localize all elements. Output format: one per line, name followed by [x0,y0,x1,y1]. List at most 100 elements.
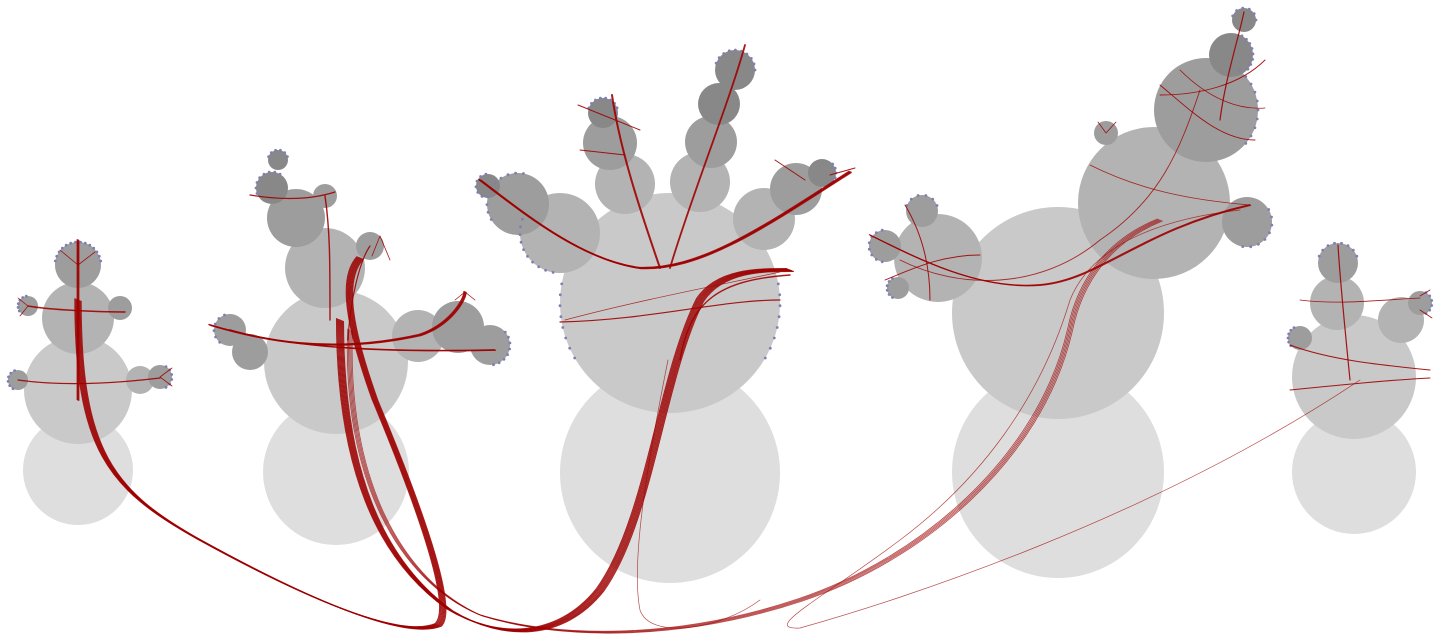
leaf-dot [170,373,174,376]
leaf-dot [615,106,619,110]
bundled-edge [349,219,1161,633]
tree-node-circle [869,230,901,262]
leaf-dot [609,98,612,102]
leaf-dot [519,225,522,229]
leaf-dot [753,68,757,72]
leaf-dot [1253,126,1257,130]
leaf-dot [560,282,564,286]
tree-node-circle [685,116,737,168]
leaf-dot [506,353,509,356]
leaf-dot [486,195,490,199]
leaf-dot [212,329,216,332]
leaf-dot [258,176,262,180]
bundled-edge [350,220,1162,634]
leaf-dot [503,330,507,334]
tree-node-circle [583,116,637,170]
leaf-dot [506,173,510,177]
leaf-dot [521,217,524,221]
leaf-dot [1286,336,1290,340]
leaf-dot [1333,241,1336,245]
leaf-dot [522,172,525,175]
leaf-dot [493,181,497,185]
leaf-dot [214,335,218,339]
bundled-edge [342,270,795,633]
bundled-edge [636,359,761,629]
leaf-dot [1255,99,1259,103]
leaf-dot [833,166,837,170]
leaf-dot [9,371,13,375]
leaf-dot [1253,90,1257,94]
bundled-edge [1289,344,1431,371]
leaf-dot [1249,63,1253,66]
leaf-dot [274,148,277,152]
leaf-dot [170,378,174,381]
leaf-dot [905,204,909,207]
leaf-dot [16,306,20,309]
leaf-dot [1270,223,1274,227]
leaf-dot [1240,34,1244,38]
tree-node-circle [1209,33,1253,77]
bundled-edge [669,44,746,269]
bundled-edge [80,258,447,630]
leaf-dot [867,247,871,251]
leaf-dot [522,248,525,252]
leaf-dot [11,387,15,391]
leaf-dot [1430,299,1434,302]
leaf-dot [714,61,718,65]
leaf-dot [486,210,490,214]
leaf-dot [1287,332,1291,336]
leaf-dot [60,246,64,250]
leaf-dot [273,170,277,174]
bundled-edge [159,367,173,387]
bundled-edge [480,171,852,270]
leaf-dot [255,192,259,195]
leaf-dot-layer [6,6,1434,391]
leaf-dot [935,204,939,207]
leaf-dot [475,179,479,183]
leaf-dot [1430,304,1434,307]
leaf-dot [57,250,61,254]
leaf-dot [763,356,767,360]
leaf-dot [564,336,568,340]
tree-node-circle [256,172,288,204]
leaf-dot [479,175,482,178]
leaf-dot [92,246,96,250]
leaf-dot [499,176,503,180]
bundled-edge [787,209,1361,629]
leaf-dot [223,313,226,317]
bundled-edge [774,159,856,181]
bundled-edge [341,270,794,633]
leaf-dot [1245,37,1248,41]
leaf-dot [1244,142,1248,145]
leaf-dot [551,271,555,274]
bundled-edge [679,274,791,361]
leaf-dot [885,284,889,288]
bundled-edge [338,269,791,631]
leaf-dot [476,191,480,194]
leaf-dot [97,254,101,258]
bundled-edge [1089,164,1251,206]
leaf-dot [484,172,488,176]
leaf-dot [74,240,77,244]
bundled-edge [348,219,1160,633]
leaf-dot [885,288,889,292]
leaf-dot [519,240,523,244]
bundled-edge [899,89,1201,281]
leaf-dot [1267,208,1271,211]
bundled-edge [884,254,981,281]
tree-node-circle [268,150,288,170]
tree-node-circle [1292,410,1416,534]
leaf-dot [722,52,726,55]
leaf-dot [1244,75,1248,78]
leaf-dot [508,347,511,351]
leaf-dot [213,322,217,326]
leaf-dot [867,241,871,245]
leaf-dot [561,326,565,329]
bundled-edge [371,235,391,261]
leaf-dot [262,172,266,176]
bundled-edge [1097,121,1117,134]
leaf-dot [1251,58,1254,61]
leaf-dot [1255,117,1259,121]
leaf-dot [1256,108,1260,112]
